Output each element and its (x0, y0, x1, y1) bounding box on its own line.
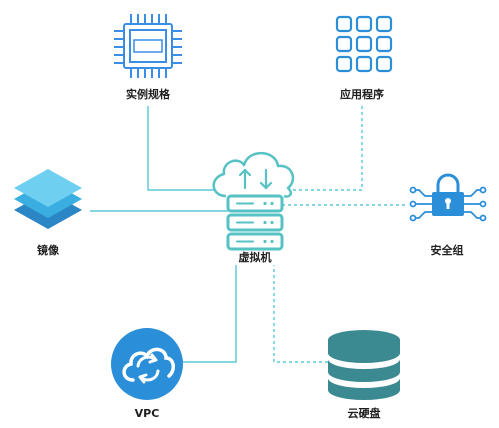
vpc-sync-icon (111, 328, 183, 400)
connection-instance-spec-vm (147, 106, 222, 191)
cloud-outline (212, 151, 295, 198)
virtual-machine-label: 虚拟机 (238, 251, 272, 264)
image-label: 镜像 (37, 244, 59, 257)
application-label: 应用程序 (340, 88, 384, 101)
database-cylinder-icon (328, 330, 400, 400)
connection-lines (90, 106, 408, 363)
cpu-chip-icon (114, 14, 182, 78)
vpc-label: VPC (134, 407, 160, 420)
upload-arrow-icon (238, 168, 252, 190)
connection-vpc-vm (183, 265, 237, 363)
padlock-circuit-icon (409, 173, 487, 222)
connection-application-vm (292, 106, 363, 191)
download-arrow-icon (259, 168, 273, 190)
padlock-shackle (436, 173, 460, 192)
security-group-label: 安全组 (430, 244, 464, 257)
cloud-disk-label: 云硬盘 (347, 407, 381, 420)
connection-cloud-disk-vm (273, 265, 328, 363)
server-rack-icon (226, 194, 284, 251)
layers-stack-icon (14, 169, 82, 229)
app-grid-icon (335, 15, 393, 73)
circuit-lines (415, 189, 481, 219)
instance-spec-label: 实例规格 (126, 88, 170, 101)
cloud-server-icon (212, 151, 295, 251)
